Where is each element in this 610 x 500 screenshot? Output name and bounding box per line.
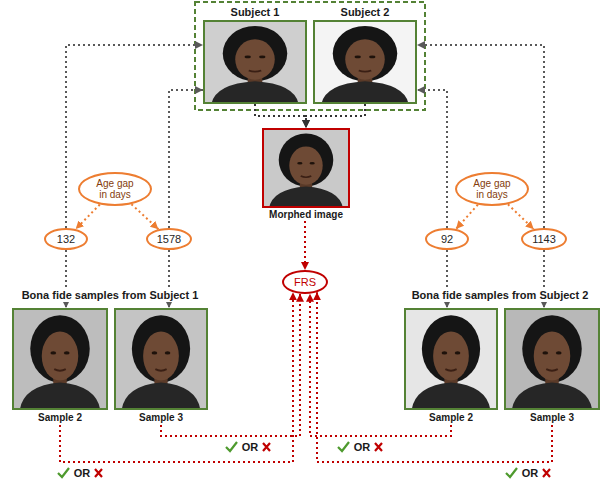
cross-mark — [375, 443, 382, 451]
photo-caption-box: Subject 2 — [313, 4, 417, 20]
check-mark — [58, 468, 69, 477]
age-gap-connector — [76, 205, 100, 230]
edge-label: OR — [239, 441, 262, 454]
photo-ground — [404, 308, 498, 410]
photo-caption-box: Morphed image — [262, 208, 350, 221]
photo-ground — [203, 20, 307, 104]
photo-ground — [12, 308, 108, 410]
photo-caption: Sample 2 — [12, 410, 108, 425]
ellipse-text: FRS — [294, 276, 316, 288]
photo-caption-box: Sample 2 — [12, 410, 108, 425]
photo-caption: Morphed image — [262, 208, 350, 221]
sample-photo: Sample 3 — [504, 308, 600, 425]
age-gap-connector — [456, 205, 478, 229]
group-heading: Bona fide samples from Subject 1 — [19, 289, 202, 302]
subject-photo: Subject 2 — [313, 4, 417, 104]
check-mark — [226, 442, 237, 451]
photo-ground — [262, 128, 350, 208]
face-photo — [20, 315, 101, 410]
comparison-connector — [310, 294, 451, 436]
ellipse-text: 1143 — [532, 233, 556, 245]
comparison-connector — [161, 294, 300, 436]
photo-frame — [504, 308, 600, 410]
face-photo — [269, 134, 343, 208]
bracket-connector — [255, 104, 306, 128]
subject-photo: Subject 1 — [203, 4, 307, 104]
morphed-photo: Morphed image — [262, 128, 350, 221]
ellipse-text: 92 — [441, 233, 453, 245]
age-gap-ellipse: Age gap in days — [455, 172, 529, 206]
frs-ellipse: FRS — [282, 270, 328, 294]
photo-frame — [262, 128, 350, 208]
day-count-ellipse: 132 — [44, 228, 88, 250]
age-link-connector — [65, 250, 67, 308]
photo-frame — [12, 308, 108, 410]
sample-photo: Sample 2 — [404, 308, 498, 425]
photo-frame — [404, 308, 498, 410]
face-photo — [512, 315, 593, 410]
comparison-connector — [304, 221, 306, 270]
age-link-connector — [543, 250, 545, 308]
edge-label: OR — [351, 441, 374, 454]
cross-mark — [95, 469, 102, 477]
group-heading: Bona fide samples from Subject 2 — [409, 289, 592, 302]
day-count-ellipse: 1578 — [146, 228, 192, 250]
sample-photo: Sample 3 — [114, 308, 208, 425]
check-mark — [338, 442, 349, 451]
subject-group-box — [195, 2, 425, 110]
edge-label: OR — [519, 467, 542, 480]
photo-ground — [114, 308, 208, 410]
photo-frame — [203, 20, 307, 104]
face-photo — [412, 315, 491, 410]
age-gap-connector — [508, 204, 534, 229]
ellipse-text: Age gap in days — [92, 178, 138, 200]
photo-caption: Sample 3 — [504, 410, 600, 425]
photo-caption: Sample 3 — [114, 410, 208, 425]
photo-caption-box: Subject 1 — [203, 4, 307, 20]
age-gap-connector — [131, 204, 158, 229]
photo-ground — [313, 20, 417, 104]
day-count-ellipse: 92 — [425, 228, 469, 250]
age-link-connector — [168, 250, 170, 308]
day-count-ellipse: 1143 — [521, 228, 567, 250]
photo-caption: Subject 1 — [203, 4, 307, 20]
face-photo — [211, 26, 298, 104]
age-link-connector — [417, 45, 544, 228]
age-link-connector — [446, 250, 448, 308]
age-link-connector — [169, 90, 203, 228]
bracket-connector — [306, 104, 365, 128]
age-gap-ellipse: Age gap in days — [78, 172, 152, 206]
ellipse-text: 132 — [57, 233, 75, 245]
photo-caption-box: Sample 2 — [404, 410, 498, 425]
photo-frame — [313, 20, 417, 104]
photo-ground — [504, 308, 600, 410]
age-link-connector — [66, 45, 203, 228]
photo-caption-box: Sample 3 — [504, 410, 600, 425]
photo-caption: Subject 2 — [313, 4, 417, 20]
face-photo — [321, 26, 408, 104]
sample-photo: Sample 2 — [12, 308, 108, 425]
face-photo — [122, 315, 201, 410]
photo-frame — [114, 308, 208, 410]
age-link-connector — [417, 90, 447, 228]
ellipse-text: 1578 — [157, 233, 181, 245]
photo-caption: Sample 2 — [404, 410, 498, 425]
cross-mark — [543, 469, 550, 477]
cross-mark — [263, 443, 270, 451]
edge-label: OR — [71, 467, 94, 480]
comparison-connector — [317, 292, 552, 462]
check-mark — [506, 468, 517, 477]
ellipse-text: Age gap in days — [469, 178, 515, 200]
photo-caption-box: Sample 3 — [114, 410, 208, 425]
